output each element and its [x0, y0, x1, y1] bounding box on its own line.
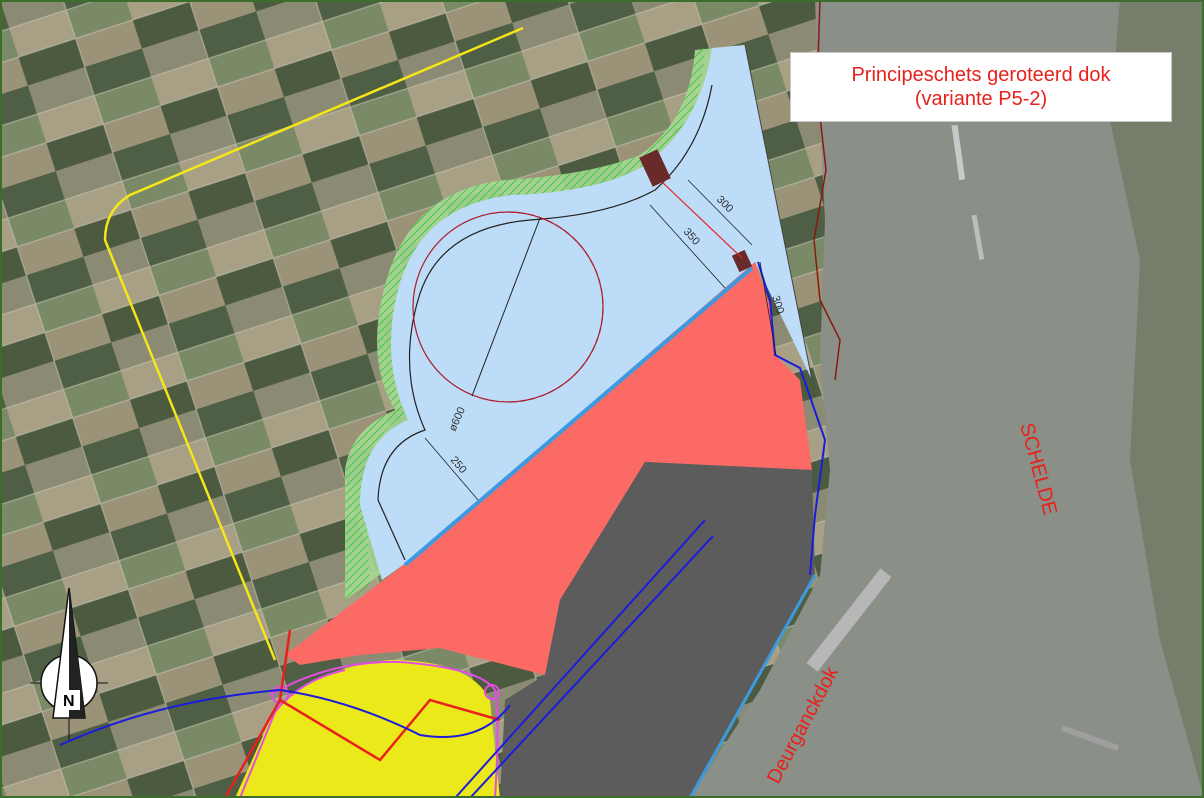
north-compass: N: [30, 587, 108, 740]
dim-line-250: [424, 437, 479, 501]
rotated-dock-water: [360, 45, 812, 580]
yellow-route: [103, 26, 524, 661]
road-ring-magenta: [269, 660, 499, 798]
road-ring-magenta-2: [239, 669, 346, 798]
map-title-line2: (variante P5-2): [914, 88, 1048, 110]
existing-quay-edge: [688, 574, 817, 798]
dock-outer-edge: [744, 44, 813, 381]
compass-north-label: N: [63, 693, 75, 710]
blue-road-line: [59, 688, 511, 746]
map-title-box: Principeschets geroteerd dok (variante P…: [790, 52, 1172, 122]
roundabout-right: [484, 684, 500, 700]
blue-tunnel-line-1: [454, 519, 706, 798]
river-bank-line: [757, 261, 827, 576]
lock-gate-top: [639, 149, 671, 187]
quay-wall-blue: [403, 266, 754, 567]
river-shore-east: [1110, 0, 1204, 798]
roundabout-left: [271, 686, 289, 704]
lock-gate-bottom: [731, 249, 753, 273]
turning-circle-dashed: [507, 211, 604, 403]
blue-tunnel-line-2: [469, 535, 714, 798]
new-terminal-area: [285, 262, 812, 675]
map-title-line1: Principeschets geroteerd dok: [851, 64, 1111, 86]
river-schelde: [690, 0, 1204, 798]
dim-label-300-right: 300: [769, 294, 786, 315]
dim-line-350: [649, 204, 726, 289]
diameter-line: [471, 217, 541, 397]
ship-2: [971, 214, 985, 260]
ship-4: [1060, 724, 1120, 752]
red-route: [223, 629, 501, 798]
dim-line-300-right: [759, 261, 777, 356]
lock-channel-line: [661, 181, 743, 259]
ship-3: [806, 568, 892, 672]
ship-1: [951, 124, 966, 181]
dim-line-300-top: [687, 179, 753, 246]
